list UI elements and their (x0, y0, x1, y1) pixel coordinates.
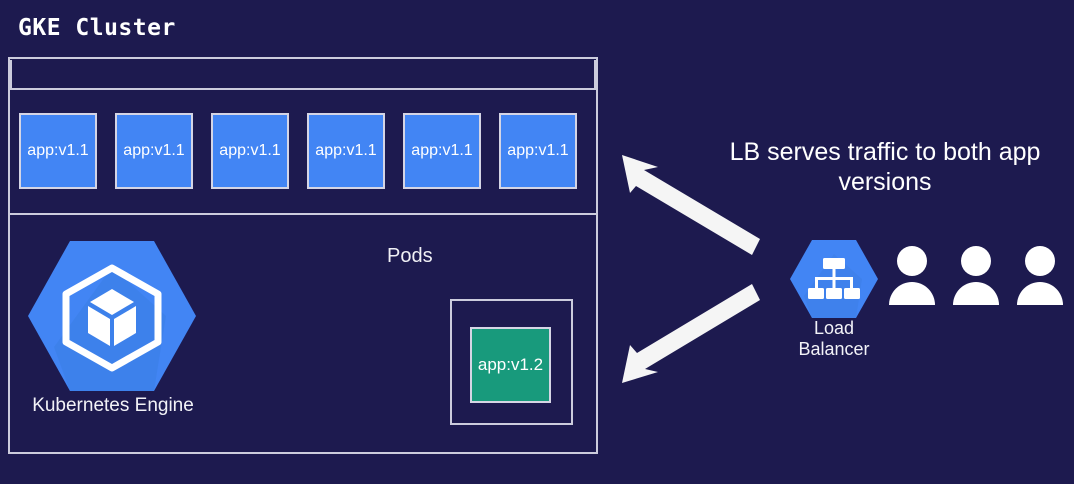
kubernetes-engine-node: Kubernetes Engine (28, 237, 196, 419)
load-balancer-hexagon-icon (790, 240, 878, 318)
pod-box[interactable]: app:v1.1 (307, 113, 385, 189)
pod-box[interactable]: app:v1.1 (499, 113, 577, 189)
kubernetes-engine-label: Kubernetes Engine (32, 395, 194, 416)
user-icon (953, 246, 999, 305)
load-balancer-label-line-1: Load (813, 318, 855, 338)
pod-box[interactable]: app:v1.1 (211, 113, 289, 189)
pod-box[interactable]: app:v1.1 (403, 113, 481, 189)
pods-label: Pods (387, 245, 433, 267)
user-icon (1017, 246, 1063, 305)
arrow-lb-to-v1-1-pods (622, 155, 760, 255)
traffic-arrows (622, 155, 760, 383)
gke-cluster-boundary (8, 57, 598, 454)
kubernetes-engine-hexagon-icon (28, 241, 196, 391)
load-balancer-label: Load Balancer (778, 318, 890, 359)
annotation-line-2: versions (838, 168, 932, 196)
user-icon (889, 246, 935, 305)
page-title: GKE Cluster (18, 15, 176, 41)
pod-box[interactable]: app:v1.1 (19, 113, 97, 189)
pods-row: app:v1.1 app:v1.1 app:v1.1 app:v1.1 app:… (19, 113, 579, 189)
annotation-line-1: LB serves traffic to both app (729, 138, 1041, 166)
pod-box[interactable]: app:v1.1 (115, 113, 193, 189)
cluster-header-strip (10, 60, 596, 90)
users-group (888, 245, 1066, 307)
canary-pod-container: app:v1.2 (450, 299, 573, 425)
pods-section-divider (10, 213, 596, 215)
arrow-lb-to-v1-2-pod (622, 284, 760, 383)
load-balancer-label-line-2: Balancer (798, 338, 870, 359)
annotation-text: LB serves traffic to both app versions (705, 137, 1065, 197)
load-balancer-node: Load Balancer (790, 238, 878, 359)
canary-pod-box[interactable]: app:v1.2 (470, 327, 551, 403)
